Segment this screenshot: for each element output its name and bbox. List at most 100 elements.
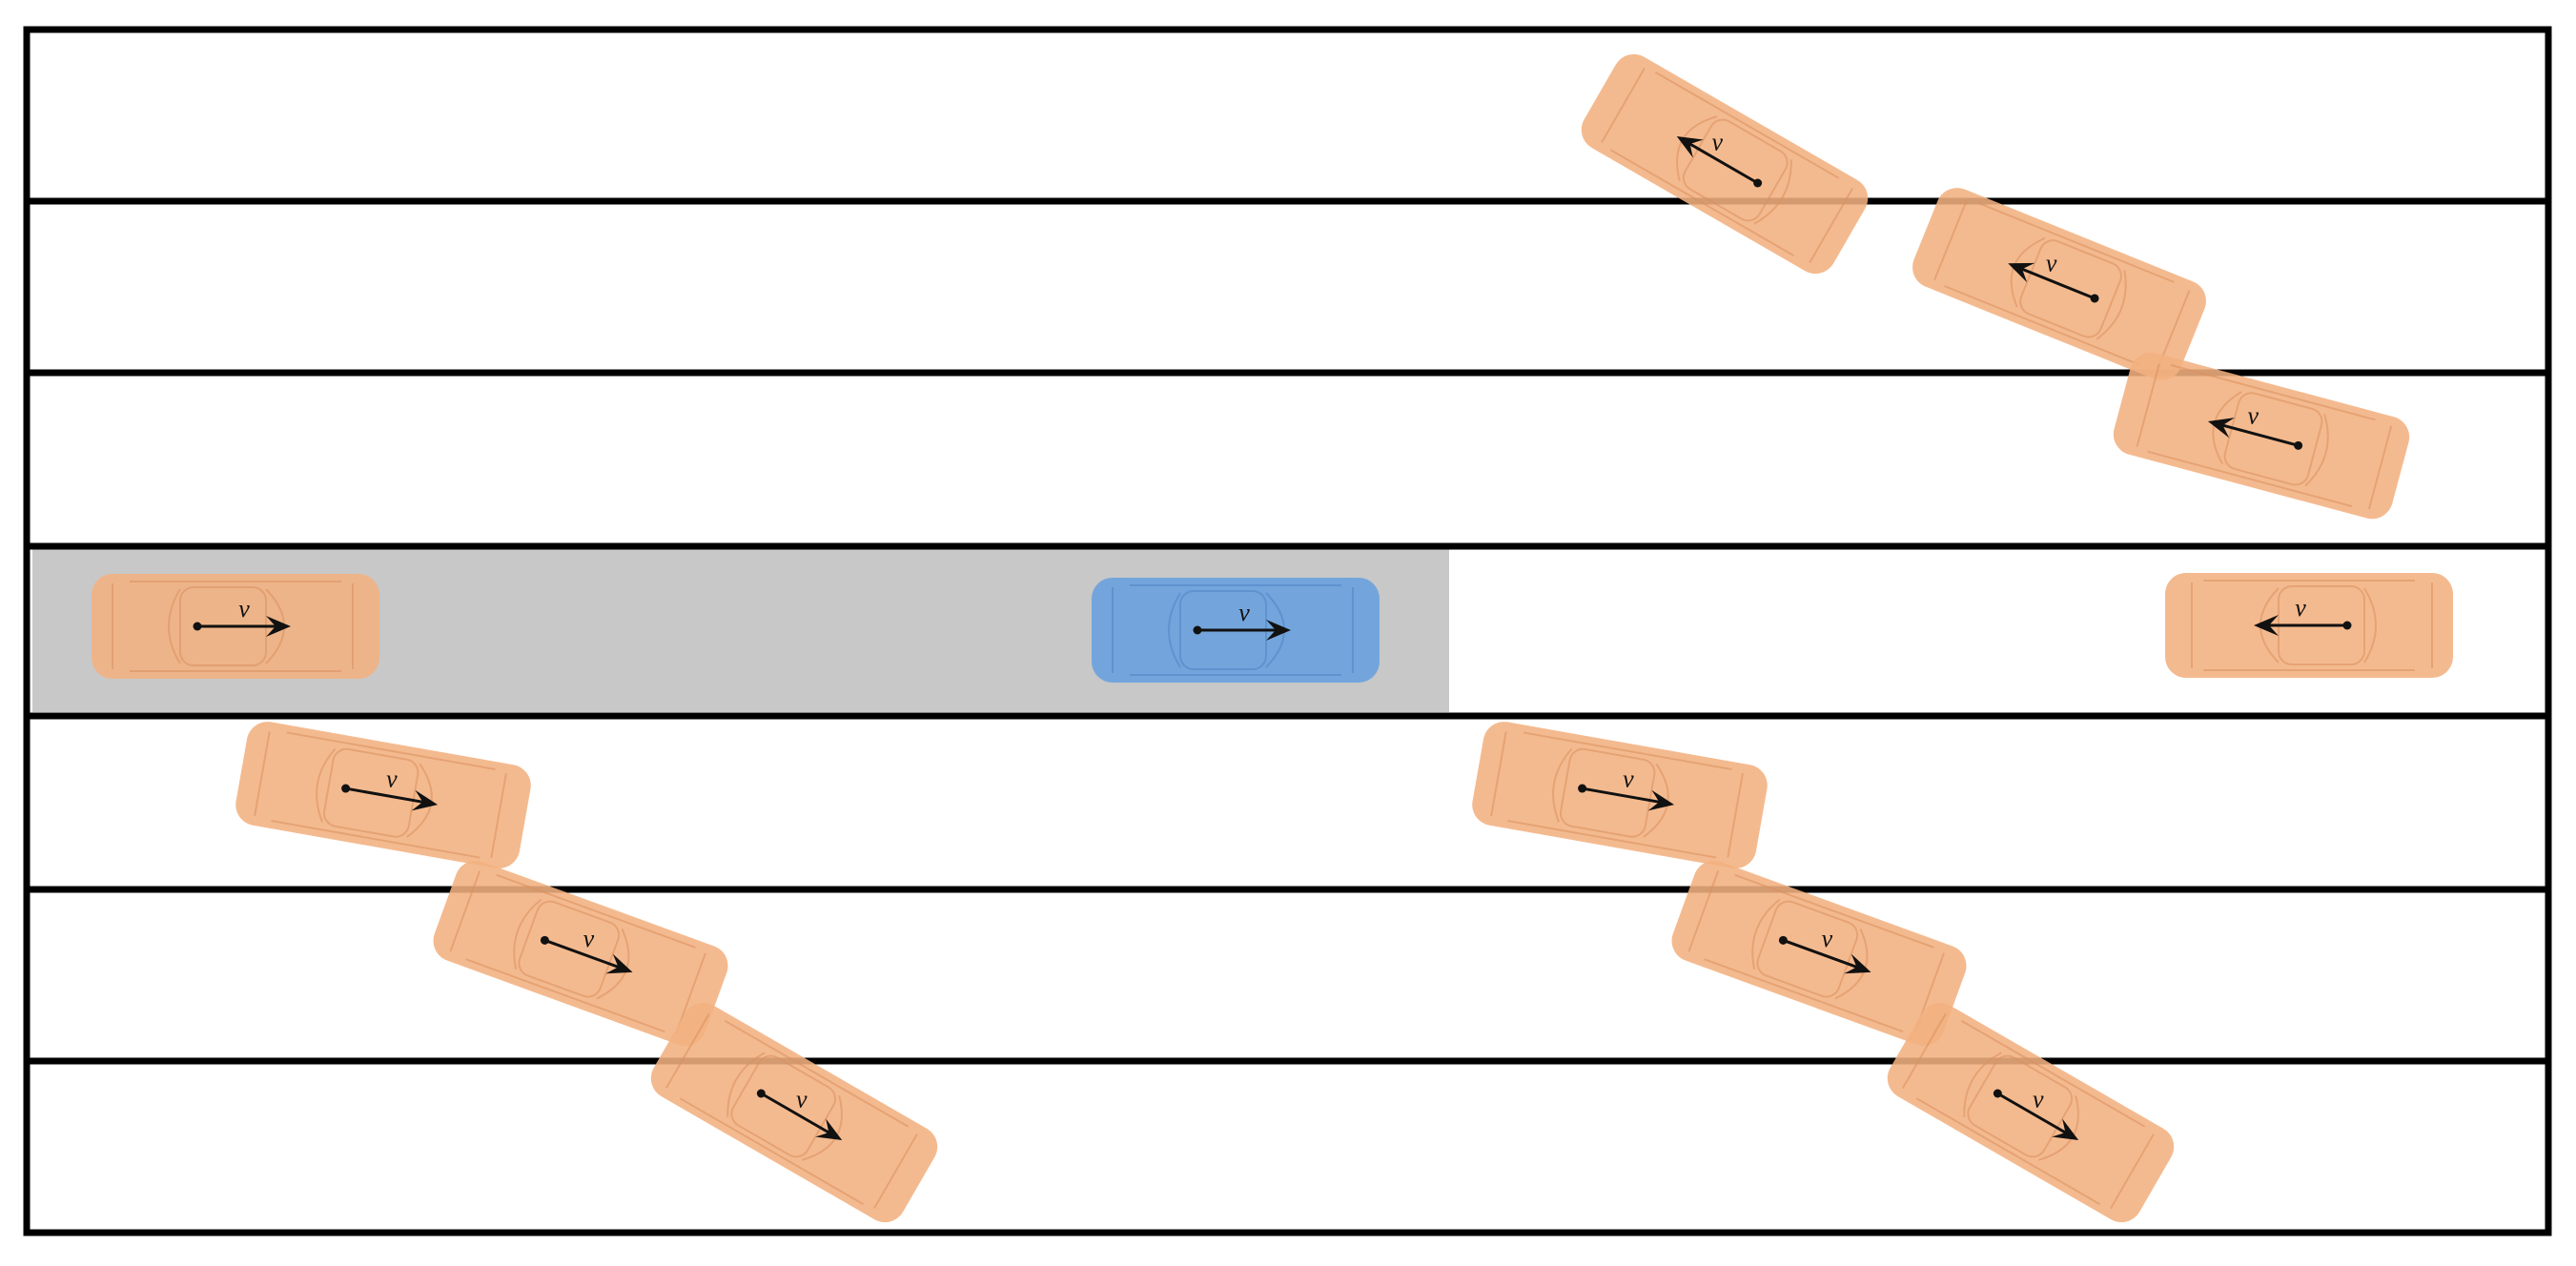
vehicle-rear-window [1963,1052,2002,1117]
vehicle-rear-window [1168,592,1181,668]
velocity-arrow-shaft [345,786,429,805]
velocity-arrowhead [815,1118,843,1140]
velocity-arrow [1993,1089,2079,1140]
velocity-arrow [1193,620,1291,641]
vehicle-car-7: v [433,860,728,1047]
velocity-label: v [238,595,250,623]
velocity-arrow-origin [2342,621,2352,630]
vehicle-side-lines [1507,731,1732,859]
velocity-arrowhead [2052,1118,2079,1140]
velocity-label: v [2033,1086,2044,1113]
velocity-arrow-origin [2294,440,2303,450]
vehicle-rear-window [1751,898,1781,970]
vehicle-car-11: v [1887,1002,2175,1223]
velocity-arrowhead [1844,953,1871,974]
vehicle-side-lines [1704,873,1934,1033]
velocity-arrow-origin [1578,784,1587,793]
velocity-arrowhead [2207,418,2235,439]
vehicle-side-lines [1609,71,1840,257]
vehicle-hood-line [2136,363,2160,447]
vehicle-trunk-line [254,731,271,817]
vehicle-trunk-line [1687,870,1720,952]
velocity-label: v [583,925,595,952]
velocity-arrowhead [411,789,439,811]
velocity-arrow [1578,784,1675,811]
vehicle-rear-window [2363,587,2377,664]
velocity-arrow [2254,615,2352,636]
vehicle-car-2: v [1912,188,2206,380]
velocity-label: v [1822,925,1833,952]
vehicle-trunk-line [2367,425,2393,510]
vehicle-side-lines [679,1019,910,1206]
velocity-arrow [341,784,439,811]
velocity-arrowhead [266,616,291,637]
vehicle-hood-line [675,952,706,1034]
velocity-label: v [1238,599,1250,626]
vehicle-rear-window [726,1052,766,1117]
velocity-arrow-shaft [760,1092,835,1137]
velocity-arrow-origin [540,935,549,945]
velocity-arrow-origin [1993,1089,2002,1098]
velocity-arrow-shaft [1996,1092,2072,1137]
vehicle-trunk-line [1490,731,1507,817]
velocity-arrow-origin [1753,178,1763,188]
vehicle-trunk-line [1901,1013,1947,1089]
vehicle-hood-line [490,772,507,858]
velocity-arrowhead [2254,615,2279,636]
vehicle-car-3: v [2113,352,2410,520]
vehicle-rear-window [2096,270,2127,340]
vehicle-hood-line [1933,199,1968,281]
vehicle-trunk-line [1809,188,1854,263]
vehicle-car-8: v [650,1002,938,1223]
lane-lines [27,197,2548,1065]
vehicle-car-9: v [1472,722,1768,868]
velocity-label: v [1711,129,1723,156]
velocity-arrowhead [2008,262,2035,283]
velocity-arrowhead [605,953,633,974]
ego-vehicle: v [1092,578,1380,683]
vehicle-rear-window [1552,747,1573,823]
road-border [23,26,2552,1236]
velocity-arrow-origin [1778,935,1788,945]
vehicle-hood-line [1727,772,1744,858]
velocity-arrow-shaft [1782,938,1863,970]
velocity-arrow-shaft [1582,786,1666,805]
vehicle-side-lines [271,731,496,859]
vehicle-rear-window [513,898,542,970]
velocity-label: v [2248,402,2259,430]
vehicle-side-lines [1944,201,2175,367]
vehicle-side-lines [1130,584,1341,676]
vehicle-car-1: v [1581,53,1869,275]
velocity-arrow [756,1089,843,1140]
velocity-arrowhead [1676,136,1704,158]
velocity-arrow [540,935,633,974]
velocity-arrow-origin [341,784,351,793]
vehicle-side-lines [465,873,696,1033]
vehicle-trunk-line [664,1013,710,1089]
vehicle-side-lines [2147,363,2376,508]
velocity-arrow [193,616,291,637]
velocity-arrowhead [1266,620,1291,641]
velocity-arrow-origin [193,622,202,631]
velocity-arrow-shaft [2217,422,2300,447]
velocity-arrow [1676,136,1763,188]
velocity-arrowhead [1647,789,1675,811]
vehicle-hood-line [2110,1133,2155,1209]
vehicle-side-lines [1915,1019,2146,1206]
vehicle-trunk-line [449,870,481,952]
velocity-label: v [1623,766,1634,793]
vehicle-car-6: v [235,722,531,868]
velocity-arrow-shaft [2015,265,2096,300]
vehicle-hood-line [1601,68,1646,143]
velocity-arrow-origin [1193,625,1202,635]
vehicle-car-10: v [1671,860,1967,1047]
velocity-arrow [2207,418,2303,450]
velocity-arrow [1778,935,1871,974]
vehicle-rear-window [2304,414,2329,487]
velocity-arrow [2008,262,2099,303]
vehicle-side-lines [130,581,341,672]
vehicle-rear-window [316,747,337,823]
velocity-label: v [796,1086,808,1113]
